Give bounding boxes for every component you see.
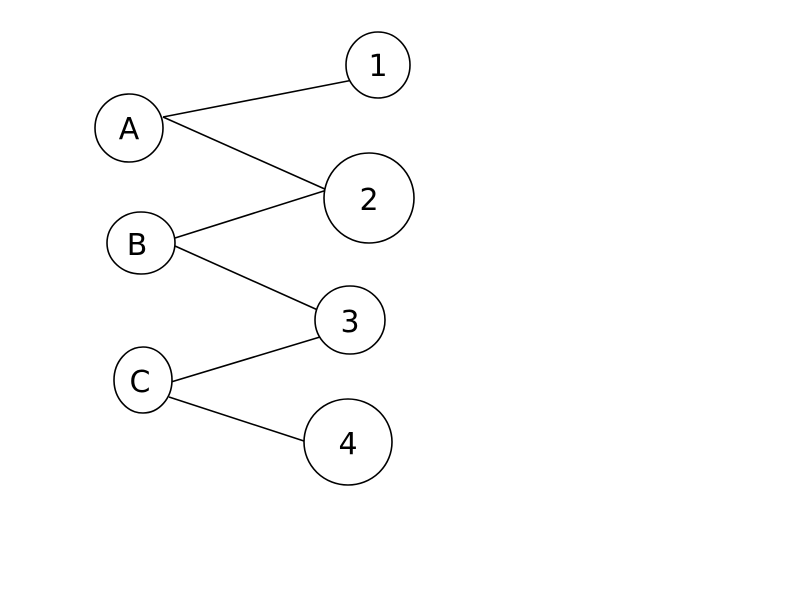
- edge-b-2: [174, 189, 328, 239]
- node-3-label: 3: [340, 305, 359, 340]
- node-4: 4: [303, 398, 393, 486]
- edge-a-2: [162, 116, 328, 191]
- node-a: A: [94, 93, 164, 163]
- edges-layer: [162, 79, 354, 443]
- node-2-label: 2: [359, 183, 378, 218]
- node-c-label: C: [130, 365, 151, 400]
- node-c: C: [113, 346, 173, 414]
- node-b-label: B: [127, 228, 148, 263]
- node-2: 2: [323, 152, 415, 244]
- edge-c-4: [168, 396, 308, 443]
- edge-a-1: [162, 79, 354, 118]
- node-a-label: A: [119, 112, 140, 147]
- node-3: 3: [314, 285, 386, 355]
- node-4-label: 4: [338, 427, 357, 462]
- node-b: B: [106, 211, 176, 275]
- edge-c-3: [170, 336, 321, 383]
- edge-b-3: [174, 245, 321, 312]
- node-1: 1: [345, 31, 411, 99]
- node-1-label: 1: [368, 49, 387, 84]
- nodes-layer: A B C 1 2 3 4: [94, 31, 415, 486]
